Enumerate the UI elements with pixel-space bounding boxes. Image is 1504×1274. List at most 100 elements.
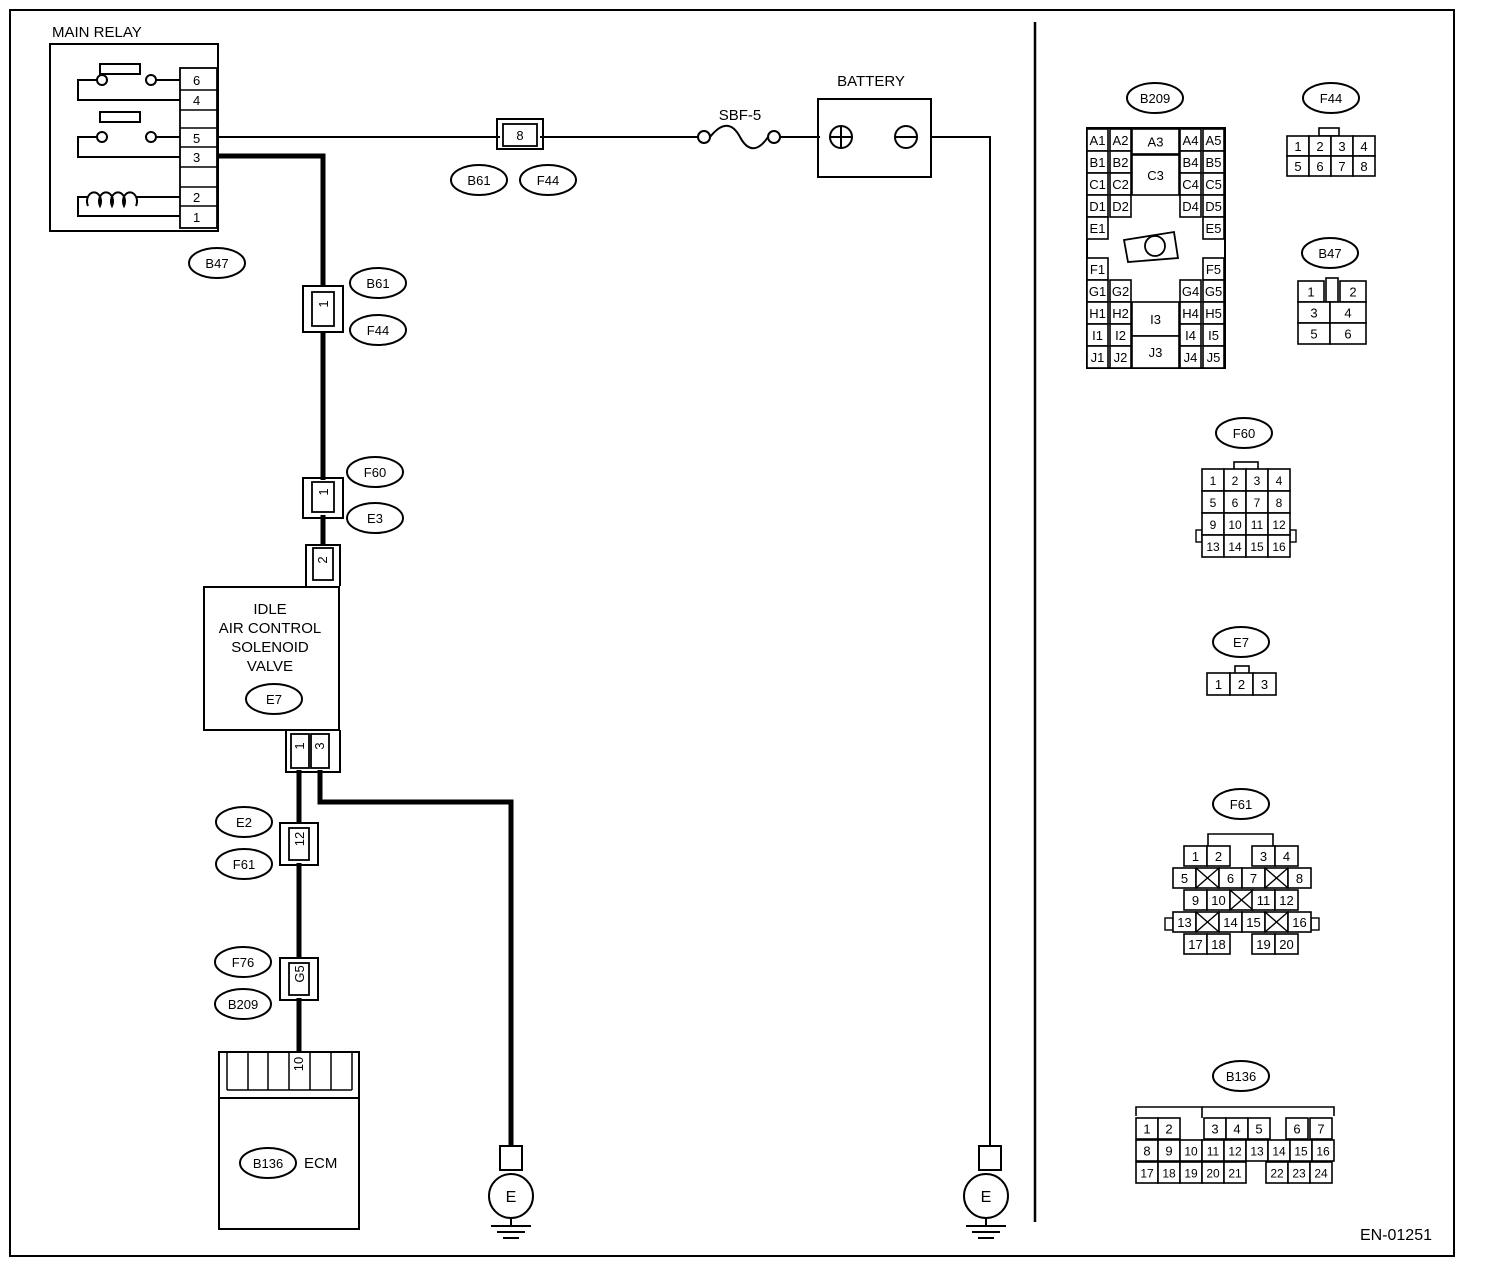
connector-id-label: F60 [1233,426,1255,441]
relay-pin: 6 [193,73,200,88]
battery: BATTERY [817,73,932,178]
pin-cell [1131,128,1180,155]
relay-pin: 5 [193,131,200,146]
pin-label: 11 [1207,1145,1220,1159]
pin-label: 14 [1272,1145,1286,1159]
pin-label: 17 [1140,1167,1154,1181]
pin-label: F5 [1206,262,1221,277]
pin-label: 2 [1215,849,1222,864]
pin-label: H5 [1205,306,1222,321]
pin-label: 3 [1261,677,1268,692]
pin-label: 19 [1184,1167,1198,1181]
pin-label: 6 [1344,327,1351,342]
pin-cell [1157,1117,1181,1140]
svg-text:ECM: ECM [304,1155,337,1172]
pin-cell [1109,345,1132,369]
pin-label: 6 [1227,871,1234,886]
pin-cell [1352,155,1376,177]
pin-label: J2 [1114,350,1128,365]
pin-cell [1206,933,1231,955]
relay-coil [77,191,180,217]
connector-id-badge [1212,626,1270,658]
pin-label: B4 [1183,155,1199,170]
svg-text:E: E [506,1189,517,1206]
pin-label: 6 [1293,1122,1300,1137]
pin-label: 20 [1279,937,1293,952]
pin-cell [1247,1117,1271,1140]
svg-text:8: 8 [516,128,523,143]
pin-cell [1287,867,1312,889]
pin-label: B2 [1113,155,1129,170]
pin-label: 23 [1292,1167,1306,1181]
connector-id-label: F61 [1230,797,1252,812]
pin-label: C5 [1205,177,1222,192]
idle-air-control-valve: IDLE AIR CONTROL SOLENOID VALVE E7 1 3 [203,586,341,773]
pin-label: I3 [1150,312,1161,327]
pin-label: 20 [1206,1167,1220,1181]
pin-label: 13 [1250,1145,1264,1159]
svg-text:B61: B61 [467,173,490,188]
pin-label: J5 [1207,350,1221,365]
pin-label: 12 [1228,1145,1242,1159]
pin-cell [1131,301,1180,337]
pin-label: H2 [1112,306,1129,321]
relay-pin: 3 [193,150,200,165]
relay-switch-1 [77,63,180,101]
pin-label: 7 [1317,1122,1324,1137]
inline-connector-mid3: 2 [305,544,341,586]
connector-id-badge [1215,417,1273,449]
svg-text:E3: E3 [367,511,383,526]
fuse-sbf-5: SBF-5 [697,107,781,150]
pin-label: 16 [1272,540,1286,554]
pin-label: G5 [1205,284,1222,299]
connector-id-badge [1301,237,1359,269]
pin-label: 3 [1211,1122,1218,1137]
pin-label: 4 [1360,139,1367,154]
pin-label: 5 [1294,159,1301,174]
pin-cell [1223,1161,1247,1184]
svg-text:F60: F60 [364,465,386,480]
pin-label: 7 [1254,496,1261,510]
pin-label: I5 [1208,328,1219,343]
pin-label: J4 [1184,350,1198,365]
svg-text:F61: F61 [233,857,255,872]
pin-label: C4 [1182,177,1199,192]
pin-cell [1206,845,1231,867]
pin-label: 5 [1310,327,1317,342]
pin-label: 2 [1232,474,1239,488]
pin-label: G2 [1112,284,1129,299]
svg-text:12: 12 [292,832,307,846]
pin-label: 3 [1254,474,1261,488]
svg-text:1: 1 [292,742,307,749]
pin-label: 18 [1211,937,1225,952]
pin-label: I2 [1115,328,1126,343]
connector-id-label: E7 [1233,635,1249,650]
pin-label: 5 [1210,496,1217,510]
svg-text:E2: E2 [236,815,252,830]
pin-label: 17 [1188,937,1202,952]
pin-label: J3 [1149,345,1163,360]
valve-line: IDLE [253,601,286,618]
pin-cell [1309,1161,1333,1184]
pin-label: 16 [1292,915,1306,930]
pin-label: 24 [1314,1167,1328,1181]
pin-label: 2 [1238,677,1245,692]
pin-label: 1 [1307,285,1314,300]
pin-label: 13 [1177,915,1191,930]
pin-cell [1329,322,1367,345]
pin-label: 3 [1338,139,1345,154]
svg-text:F76: F76 [232,955,254,970]
pin-cell [1285,1117,1309,1140]
pin-label: 21 [1228,1167,1242,1181]
pin-label: 4 [1283,849,1290,864]
pin-cell [1267,534,1291,558]
pin-label: 10 [1211,893,1225,908]
pin-label: 2 [1316,139,1323,154]
pin-label: B5 [1206,155,1222,170]
